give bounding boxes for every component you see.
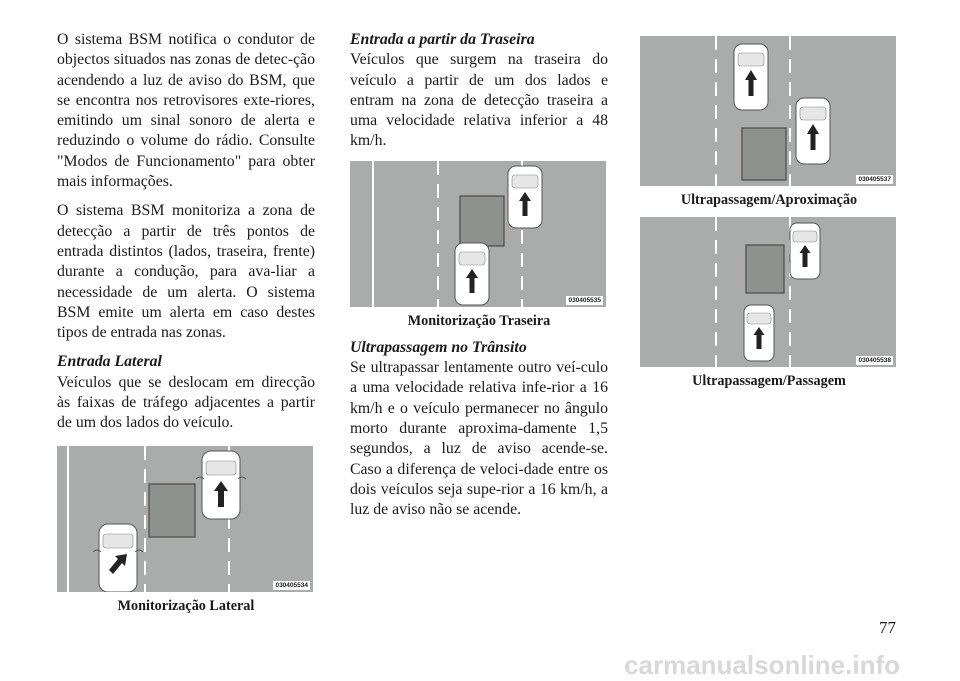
car-vehicle: [733, 43, 769, 111]
car-vehicle: [795, 97, 831, 165]
car-vehicle: [92, 523, 144, 592]
figure-code: 030405537: [856, 175, 893, 184]
caption-monitorizacao-traseira: Monitorização Traseira: [407, 312, 551, 329]
car-vehicle: [743, 304, 775, 362]
figure-ultrapassagem-aproximacao: 030405537: [640, 36, 896, 186]
figure-monitorizacao-traseira: 030405535: [350, 160, 606, 307]
road-edge-line: [372, 160, 374, 307]
figure-code: 030405538: [856, 356, 893, 365]
column-3: 030405537 Ultrapassagem/Aproximação 0304…: [640, 36, 898, 390]
detection-zone: [741, 127, 787, 181]
figure-code: 030405535: [566, 295, 603, 305]
car-vehicle: [789, 222, 821, 280]
car-vehicle: [507, 165, 543, 229]
caption-ultrapassagem-aproximacao: Ultrapassagem/Aproximação: [680, 192, 858, 208]
paragraph-entrada-lateral: Veículos que se deslocam em direcção às …: [57, 373, 315, 432]
figure-ultrapassagem-passagem: 030405538: [640, 217, 896, 367]
column-2: Entrada a partir da Traseira Veículos qu…: [350, 30, 608, 529]
figure-monitorizacao-lateral: 030405534: [57, 445, 313, 592]
paragraph-bsm-monitoring: O sistema BSM monitoriza a zona de detec…: [57, 202, 315, 342]
road-edge-line: [67, 445, 69, 592]
detection-zone: [148, 483, 196, 538]
paragraph-bsm-notification: O sistema BSM notifica o condutor de obj…: [57, 31, 315, 191]
column-1: O sistema BSM notifica o condutor de obj…: [57, 30, 315, 615]
car-vehicle: [195, 450, 247, 520]
heading-entrada-traseira: Entrada a partir da Traseira: [350, 31, 535, 48]
watermark: carmanualsonline.info: [624, 650, 900, 680]
figure-code: 030405534: [273, 580, 310, 590]
detection-zone: [459, 195, 505, 247]
caption-ultrapassagem-passagem: Ultrapassagem/Passagem: [692, 373, 846, 389]
heading-ultrapassagem-transito: Ultrapassagem no Trânsito: [350, 338, 527, 356]
caption-monitorizacao-lateral: Monitorização Lateral: [117, 597, 255, 614]
car-vehicle: [454, 242, 490, 306]
page-number: 77: [879, 618, 896, 637]
paragraph-ultrapassagem-transito: Se ultrapassar lentamente outro veí-culo…: [350, 359, 608, 519]
heading-entrada-lateral: Entrada Lateral: [57, 353, 162, 371]
paragraph-entrada-traseira: Veículos que surgem na traseira do veícu…: [350, 51, 608, 150]
detection-zone: [745, 244, 785, 294]
